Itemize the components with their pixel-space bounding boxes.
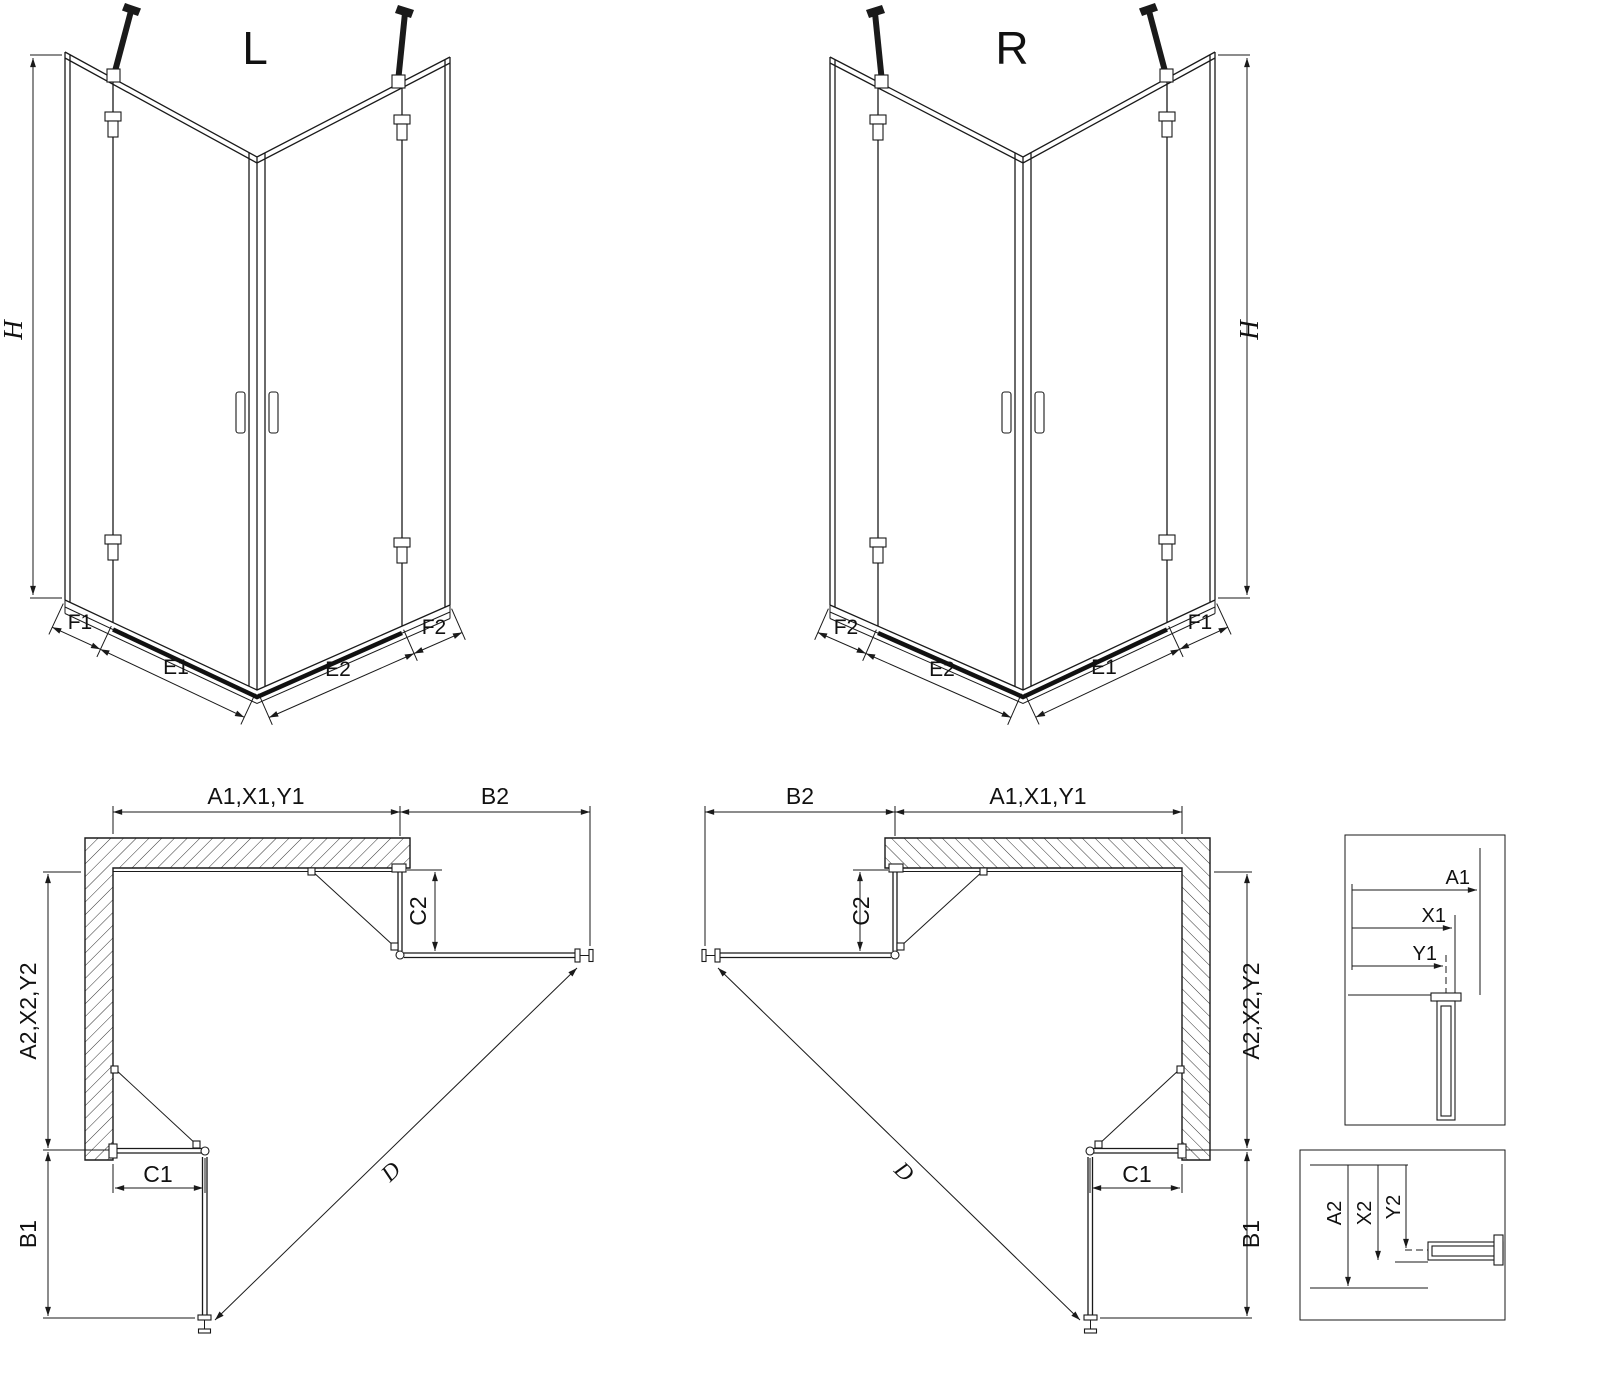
iso-view-left: L H F1 E1 E2 F2	[0, 3, 465, 725]
plan-left-dim-a2x2y2: A2,X2,Y2	[15, 962, 41, 1059]
plan-left-dim-b2: B2	[481, 783, 509, 809]
view-label-left: L	[242, 22, 268, 74]
dim-label-h-right: H	[1234, 319, 1264, 341]
dim-label-h-left: H	[0, 319, 28, 341]
detail-dim-x2: X2	[1354, 1201, 1376, 1225]
plan-right-dim-a2x2y2: A2,X2,Y2	[1238, 962, 1264, 1059]
plan-left-dim-a1x1y1: A1,X1,Y1	[207, 783, 304, 809]
detail-dim-a2: A2	[1324, 1201, 1346, 1225]
iso-geometry-left	[30, 3, 465, 725]
plan-right-dim-d: D	[889, 1156, 919, 1186]
detail-width-view: A1 X1 Y1	[1344, 834, 1506, 1126]
plan-geometry-left	[43, 806, 593, 1333]
plan-left-dim-c1: C1	[143, 1161, 172, 1187]
plan-right-dim-b1: B1	[1238, 1220, 1264, 1248]
dim-label-e1-right: E1	[1091, 656, 1117, 679]
dim-label-f2-left: F2	[422, 616, 447, 639]
iso-view-right: R H F2 E2 E1 F1	[815, 3, 1264, 725]
dim-label-e2-right: E2	[929, 658, 955, 681]
plan-view-right: B2 A1,X1,Y1 C2 A2,X2,Y2 C1 B1 D	[702, 783, 1264, 1333]
dim-label-e2-left: E2	[325, 658, 351, 681]
plan-right-dim-b2: B2	[786, 783, 814, 809]
view-label-right: R	[995, 22, 1028, 74]
plan-left-dim-c2: C2	[405, 896, 431, 925]
plan-left-dim-b1: B1	[15, 1220, 41, 1248]
detail-dim-y1: Y1	[1413, 943, 1437, 965]
dim-label-f1-right: F1	[1188, 611, 1213, 634]
dim-label-e1-left: E1	[163, 656, 189, 679]
plan-view-left: A1,X1,Y1 B2 C2 A2,X2,Y2 C1 B1 D	[15, 783, 593, 1333]
detail-dim-x1: X1	[1422, 905, 1446, 927]
detail-depth-view: A2 X2 Y2	[1299, 1149, 1506, 1321]
plan-right-dim-c2: C2	[848, 896, 874, 925]
detail-dim-y2: Y2	[1383, 1195, 1405, 1219]
iso-geometry-right	[815, 3, 1250, 725]
detail-dim-a1: A1	[1446, 867, 1470, 889]
plan-left-dim-d: D	[375, 1157, 405, 1187]
plan-geometry-right	[702, 806, 1252, 1333]
dim-label-f2-right: F2	[834, 616, 859, 639]
plan-right-dim-c1: C1	[1122, 1161, 1151, 1187]
dim-label-f1-left: F1	[68, 611, 93, 634]
plan-right-dim-a1x1y1: A1,X1,Y1	[989, 783, 1086, 809]
